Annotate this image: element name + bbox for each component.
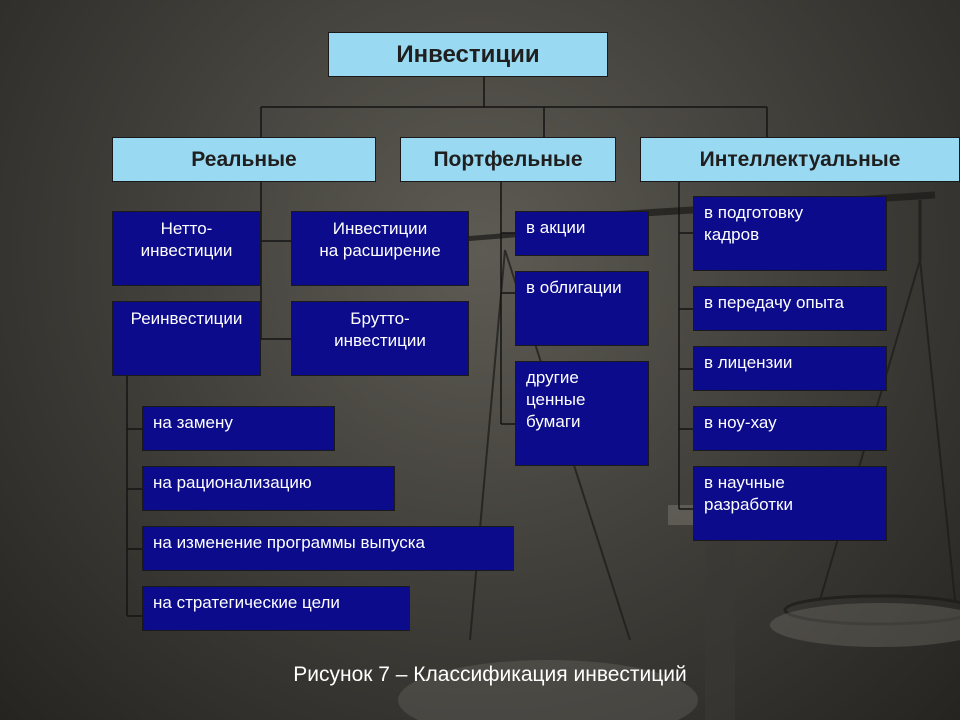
node-netto-investments: Нетто- инвестиции: [112, 211, 261, 286]
node-intellectual-experience: в передачу опыта: [693, 286, 887, 331]
node-portfolio-bonds: в облигации: [515, 271, 649, 346]
node-reinvest-strategic: на стратегические цели: [142, 586, 410, 631]
node-reinvest-replacement: на замену: [142, 406, 335, 451]
node-intellectual-training: в подготовку кадров: [693, 196, 887, 271]
node-reinvest-program-change: на изменение программы выпуска: [142, 526, 514, 571]
node-portfolio-other-securities: другие ценные бумаги: [515, 361, 649, 466]
node-expansion-investments-label: Инвестиции на расширение: [319, 219, 441, 260]
node-intellectual-research: в научные разработки: [693, 466, 887, 541]
node-brutto-investments-label: Брутто- инвестиции: [334, 309, 426, 350]
node-reinvestments-label: Реинвестиции: [130, 309, 243, 328]
node-reinvestments: Реинвестиции: [112, 301, 261, 376]
node-intellectual-licenses: в лицензии: [693, 346, 887, 391]
node-netto-investments-label: Нетто- инвестиции: [140, 219, 233, 260]
node-portfolio-shares: в акции: [515, 211, 649, 256]
node-intellectual-training-label: в подготовку кадров: [704, 203, 804, 244]
node-portfolio-other-securities-label: другие ценные бумаги: [526, 368, 586, 431]
node-intellectual-know-how: в ноу-хау: [693, 406, 887, 451]
node-reinvest-rationalization: на рационализацию: [142, 466, 395, 511]
node-brutto-investments: Брутто- инвестиции: [291, 301, 469, 376]
category-real: Реальные: [112, 137, 376, 182]
node-expansion-investments: Инвестиции на расширение: [291, 211, 469, 286]
category-portfolio: Портфельные: [400, 137, 616, 182]
node-intellectual-research-label: в научные разработки: [704, 473, 793, 514]
root-node: Инвестиции: [328, 32, 608, 77]
category-intellectual: Интеллектуальные: [640, 137, 960, 182]
figure-caption: Рисунок 7 – Классификация инвестиций: [293, 663, 687, 686]
